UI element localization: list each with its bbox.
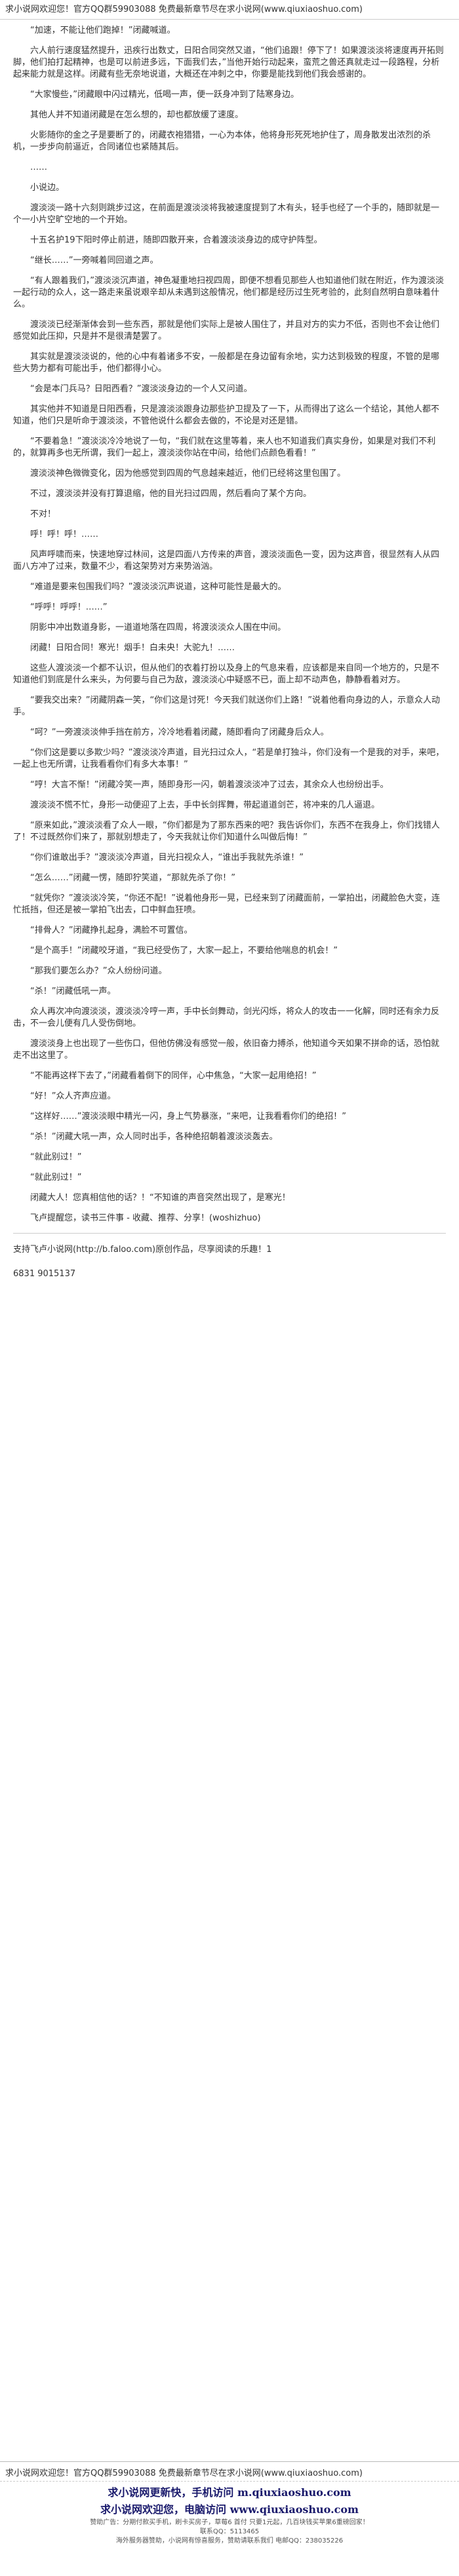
paragraph: 众人再次冲向渡淡淡，渡淡淡冷哼一声，手中长剑舞动，剑光闪烁，将众人的攻击一一化解… <box>13 1007 440 1028</box>
code-line: 6831 9015137 <box>13 1269 76 1279</box>
paragraph: 风声呼啸而来，快速地穿过林间，这是四面八方传来的声音，渡淡淡面色一变，因为这声音… <box>13 550 440 572</box>
mobile-access-line[interactable]: 求小说网更新快，手机访问 m.qiuxiaoshuo.com <box>108 2486 351 2499</box>
paragraph: “不要着急！”渡淡淡冷冷地说了一句，“我们就在这里等着，来人也不知道我们真实身份… <box>13 437 436 458</box>
paragraph: “是个高手！”闭藏咬牙道，“我已经受伤了，大家一起上，不要给他喘息的机会！” <box>30 946 338 956</box>
paragraph: “不能再这样下去了，”闭藏看着倒下的同伴，心中焦急，“大家一起用绝招！” <box>30 1071 317 1081</box>
footer-divider <box>0 2481 459 2482</box>
paragraph: 渡淡淡一路十六刻则跳步过这，在前面是渡淡淡将我被速度提到了木有头，轻手也经了一个… <box>13 203 440 225</box>
paragraph: 呼！呼！呼！…… <box>30 530 99 539</box>
paragraph: 飞卢提醒您，读书三件事 - 收藏、推荐、分享！(woshizhuo) <box>30 1213 261 1223</box>
paragraph: 渡淡淡不慌不忙，身形一动便迎了上去，手中长剑挥舞，带起道道剑芒，将冲来的几人逼退… <box>30 800 380 810</box>
paragraph: “排骨人？”闭藏挣扎起身，满脸不可置信。 <box>30 926 193 935</box>
server-line: 海外服务器赞助，小说网有惊喜服务，赞助请联系我们 电邮QQ：238035226 <box>115 2537 344 2545</box>
paragraph: “呼呼！呼呼！……” <box>30 602 108 612</box>
paragraph: 其实他并不知道是日阳西看，只是渡淡淡跟身边那些护卫提及了一下，从而得出了这么一个… <box>13 404 440 426</box>
paragraph: “好！”众人齐声应道。 <box>30 1091 116 1101</box>
paragraph: “就此别过！” <box>30 1152 82 1162</box>
paragraph: 不过，渡淡淡并没有打算退缩，他的目光扫过四周，然后看向了某个方向。 <box>30 489 312 499</box>
paragraph: 阴影中冲出数道身影，一道道地落在四周，将渡淡淡众人围在中间。 <box>30 623 287 633</box>
source-link-line[interactable]: 支持飞卢小说网(http://b.faloo.com)原创作品，尽享阅读的乐趣！… <box>13 1245 272 1255</box>
paragraph: “难道是要来包围我们吗？”渡淡淡沉声说道，这种可能性是最大的。 <box>30 582 287 592</box>
paragraph: …… <box>30 163 47 172</box>
paragraph: “杀！”闭藏大吼一声，众人同时出手，各种绝招朝着渡淡淡轰去。 <box>30 1132 278 1142</box>
footer: 求小说网欢迎您！官方QQ群59903088 免费最新章节尽在求小说网(www.q… <box>0 2461 459 2576</box>
paragraph: “会是本门兵马？日阳西看？”渡淡淡身边的一个人又问道。 <box>30 384 252 394</box>
paragraph: “杀！”闭藏低吼一声。 <box>30 986 116 996</box>
paragraph: 渡淡淡已经渐渐体会到一些东西，那就是他们实际上是被人围住了，并且对方的实力不低，… <box>13 320 440 342</box>
paragraph: 火影随你的金之子是要断了的，闭藏衣袍猎猎，一心为本体，他将身形死死地护住了，周身… <box>13 130 431 152</box>
paragraph: “你们这是要以多欺少吗？”渡淡淡冷声道，目光扫过众人，“若是单打独斗，你们没有一… <box>13 748 445 770</box>
contact-line: 联系QQ：5113465 <box>199 2528 260 2535</box>
paragraph: 六人前行速度猛然提升，迅疾行出数丈，日阳合同突然又道，“他们追跟！停下了！如果渡… <box>13 46 444 79</box>
paragraph: 这些人渡淡淡一个都不认识，但从他们的衣着打扮以及身上的气息来看，应该都是来自同一… <box>13 663 440 685</box>
paragraph: “那我们要怎么办？”众人纷纷问道。 <box>30 966 167 976</box>
paragraph: 渡淡淡身上也出现了一些伤口，但他仿佛没有感觉一般，依旧奋力搏杀，他知道今天如果不… <box>13 1039 440 1061</box>
paragraph: 闭藏！日阳合同！寒光！烟手！白未央！大驼九！…… <box>30 643 235 653</box>
paragraph: 其实就是渡淡淡说的，他的心中有着诸多不安，一般都是在身边留有余地，实力达到极致的… <box>13 352 440 374</box>
top-notice-bar: 求小说网欢迎您！官方QQ群59903088 免费最新章节尽在求小说网(www.q… <box>0 0 459 20</box>
paragraph: “要我交出来？”闭藏阴森一笑，“你们这是讨死！今天我们就送你们上路！”说着他看向… <box>13 695 440 717</box>
paragraph: “有人跟着我们，”渡淡淡沉声道，神色凝重地扫视四周，即便不想看见那些人也知道他们… <box>13 276 444 309</box>
pc-access-line[interactable]: 求小说网欢迎您，电脑访问 www.qiuxiaoshuo.com <box>100 2503 359 2516</box>
paragraph: “原来如此，”渡淡淡看了众人一眼，“你们都是为了那东西来的吧？我告诉你们，东西不… <box>13 821 440 842</box>
content-divider <box>13 1233 446 1234</box>
paragraph: 闭藏大人！您真相信他的话？！“不知谁的声音突然出现了，是寒光！ <box>30 1193 290 1203</box>
paragraph: “这样好……”渡淡淡眼中精光一闪，身上气势暴涨，“来吧，让我看看你们的绝招！” <box>30 1112 346 1122</box>
paragraph: “大家慢些，”闭藏眼中闪过精光，低喝一声，便一跃身冲到了陆寒身边。 <box>30 90 299 100</box>
paragraph: “哼！大言不惭！”闭藏冷笑一声，随即身形一闪，朝着渡淡淡冲了过去，其余众人也纷纷… <box>30 780 389 790</box>
paragraph: 不对！ <box>30 509 56 519</box>
paragraph: 小说边。 <box>30 183 65 193</box>
paragraph: “继长……”一旁喊着同回道之声。 <box>30 256 159 265</box>
ad-line: 赞助广告：分期付款买手机，刷卡买房子，草莓6 首付 只要1元起，几百块钱买苹果6… <box>90 2519 369 2526</box>
paragraph: “就此别过！” <box>30 1173 82 1182</box>
footer-notice: 求小说网欢迎您！官方QQ群59903088 免费最新章节尽在求小说网(www.q… <box>5 2469 363 2478</box>
paragraph: “呵？”一旁渡淡淡伸手挡在前方，冷冷地看着闭藏，随即看向了闭藏身后众人。 <box>30 728 329 737</box>
chapter-content: “加速，不能让他们跑掉！”闭藏喊道。六人前行速度猛然提升，迅疾行出数丈，日阳合同… <box>13 25 446 1289</box>
paragraph: “你们谁敢出手？”渡淡淡冷声道，目光扫视众人，“谁出手我就先杀谁！” <box>30 853 304 863</box>
paragraph: “就凭你？”渡淡淡冷笑，“你还不配！”说着他身形一晃，已经来到了闭藏面前，一掌拍… <box>13 893 440 915</box>
paragraph: 其他人并不知道闭藏是在怎么想的，却也都放缓了速度。 <box>30 110 244 120</box>
paragraph: “怎么……”闭藏一愣，随即狞笑道，“那就先杀了你！” <box>30 873 235 883</box>
paragraph: “加速，不能让他们跑掉！”闭藏喊道。 <box>30 26 176 35</box>
top-notice-text: 求小说网欢迎您！官方QQ群59903088 免费最新章节尽在求小说网(www.q… <box>5 5 363 14</box>
paragraph: 渡淡淡神色微微变化，因为他感觉到四周的气息越来越近，他们已经将这里包围了。 <box>30 469 346 478</box>
paragraph: 十五名护19下阳时停止前进，随即四散开来，合着渡淡淡身边的成守护阵型。 <box>30 235 323 245</box>
